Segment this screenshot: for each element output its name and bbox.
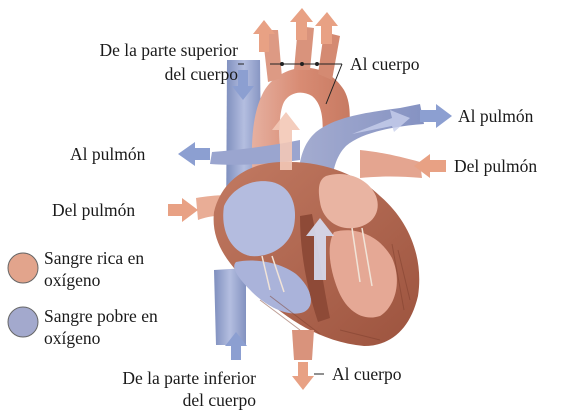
legend-swatch-oxygen-rich <box>8 253 38 283</box>
label-to-lung-left: Al pulmón <box>70 144 146 164</box>
legend-oxygen-rich-line2: oxígeno <box>44 270 101 290</box>
arrow-to-lung-right <box>420 104 452 128</box>
descending-aorta <box>292 330 314 360</box>
label-upper-body-line1: De la parte superior <box>100 40 239 60</box>
label-to-body-top: Al cuerpo <box>350 54 420 74</box>
label-lower-body-line2: del cuerpo <box>183 390 257 410</box>
right-pulmonary-vein <box>360 150 422 178</box>
arrow-from-lung-left <box>168 198 198 222</box>
label-from-lung-right: Del pulmón <box>454 156 537 176</box>
legend-oxygen-poor-line1: Sangre pobre en <box>44 306 158 326</box>
label-from-lung-left: Del pulmón <box>52 200 135 220</box>
label-to-body-bottom: Al cuerpo <box>332 364 402 384</box>
legend-oxygen-poor-line2: oxígeno <box>44 328 101 348</box>
label-upper-body-line2: del cuerpo <box>165 64 239 84</box>
legend: Sangre rica en oxígeno Sangre pobre en o… <box>8 248 158 348</box>
label-lower-body-line1: De la parte inferior <box>122 368 256 388</box>
legend-oxygen-rich-line1: Sangre rica en <box>44 248 144 268</box>
arrow-to-lung-left <box>178 142 210 166</box>
legend-swatch-oxygen-poor <box>8 307 38 337</box>
arrow-aorta-down <box>292 362 314 390</box>
label-to-lung-right: Al pulmón <box>458 106 534 126</box>
